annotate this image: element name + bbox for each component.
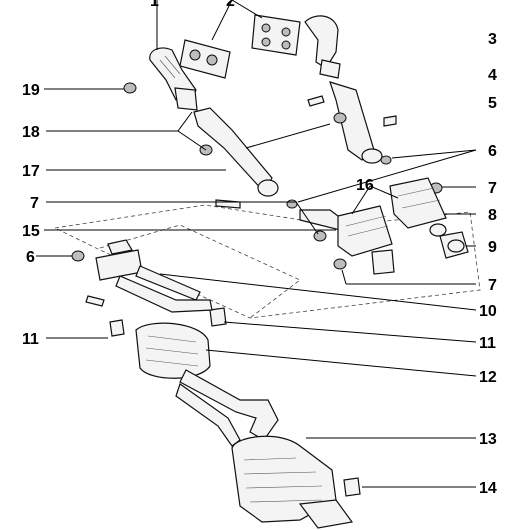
clamp (439, 231, 469, 259)
center-muffler (135, 322, 211, 379)
dashed-outline (53, 204, 481, 319)
callout-8: 8 (488, 207, 497, 224)
catalytic-converter-right (389, 177, 447, 237)
catalytic-converter-left (299, 205, 395, 275)
callout-labels: 1 2 3 4 5 6 6 7 7 7 8 9 10 11 11 12 13 1… (22, 0, 497, 497)
left-manifold (149, 47, 198, 111)
callout-5: 5 (488, 95, 497, 112)
callout-14: 14 (479, 480, 497, 497)
rear-muffler (231, 435, 354, 529)
callout-11-left: 11 (22, 331, 39, 348)
callout-7-left: 7 (30, 195, 39, 212)
callout-6-left: 6 (26, 249, 35, 266)
callout-12: 12 (479, 369, 497, 386)
callout-2: 2 (226, 0, 235, 10)
right-manifold (304, 15, 383, 164)
callout-10: 10 (479, 303, 497, 320)
callout-3: 3 (488, 31, 497, 48)
callout-9: 9 (488, 239, 497, 256)
callout-4: 4 (488, 67, 497, 84)
callout-15: 15 (22, 223, 40, 240)
callout-18: 18 (22, 124, 40, 141)
callout-13: 13 (479, 431, 497, 448)
intermediate-pipes (175, 369, 279, 447)
callout-16: 16 (356, 177, 374, 194)
front-pipe-left (193, 107, 279, 197)
callout-7-right-top: 7 (488, 180, 497, 197)
gasket-set (179, 14, 301, 79)
callout-17: 17 (22, 163, 40, 180)
callout-11-right: 11 (479, 335, 496, 352)
callout-7-right-bottom: 7 (488, 277, 497, 294)
y-pipe (95, 239, 213, 313)
leader-lines (36, 0, 477, 488)
callout-6-right: 6 (488, 143, 497, 160)
callout-1: 1 (150, 0, 159, 10)
callout-19: 19 (22, 82, 40, 99)
